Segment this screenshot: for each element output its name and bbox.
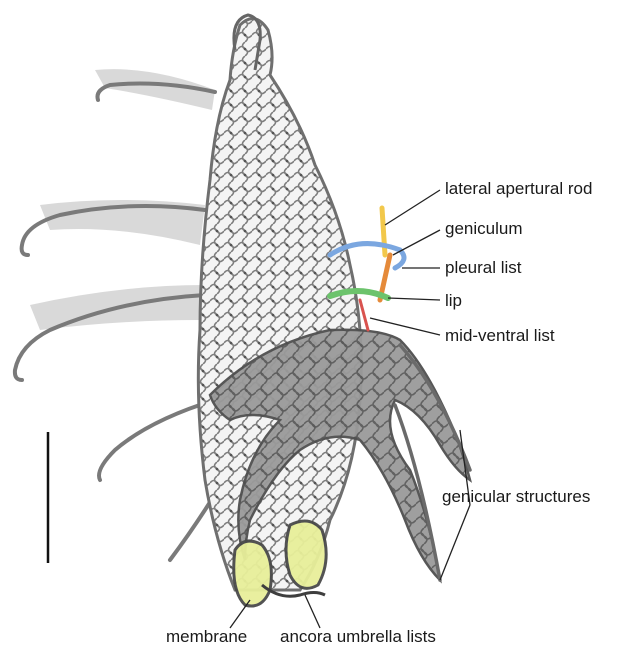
label-mid-ventral-list: mid-ventral list: [445, 327, 555, 344]
label-lateral-apertural-rod: lateral apertural rod: [445, 180, 592, 197]
label-geniculum: geniculum: [445, 220, 523, 237]
label-membrane: membrane: [166, 628, 247, 645]
label-genicular-structures: genicular structures: [442, 488, 590, 505]
spine-shadows: [30, 69, 215, 330]
label-ancora-umbrella-lists: ancora umbrella lists: [280, 628, 436, 645]
mesh-body: [198, 19, 361, 590]
label-lip: lip: [445, 292, 462, 309]
label-pleural-list: pleural list: [445, 259, 522, 276]
mid-ventral-list: [360, 300, 368, 330]
